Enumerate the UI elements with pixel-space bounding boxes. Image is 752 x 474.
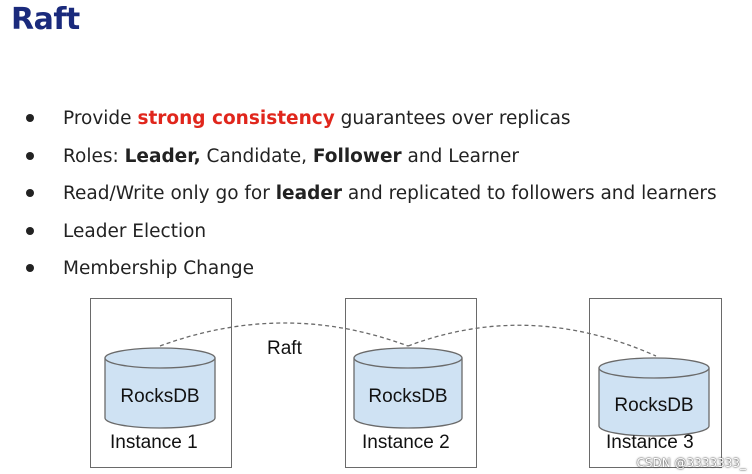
bullet-dot-icon xyxy=(26,114,34,122)
bullet-bold: Follower xyxy=(312,145,402,167)
slide-title: Raft xyxy=(11,2,80,37)
database-cylinder-1: RocksDB xyxy=(104,347,216,429)
database-cylinder-2: RocksDB xyxy=(353,347,463,429)
bullet-dot-icon xyxy=(26,151,34,160)
bullet-text: and Learner xyxy=(401,145,519,167)
bullet-item: Read/Write only go for leader and replic… xyxy=(22,179,717,217)
database-label: RocksDB xyxy=(120,386,199,407)
watermark: CSDN @3333333_ xyxy=(636,456,746,470)
bullet-text: and replicated to followers and learners xyxy=(342,183,717,204)
bullet-text: Provide xyxy=(63,108,138,129)
bullet-dot-icon xyxy=(26,189,34,197)
bullet-text: Roles: xyxy=(63,145,125,167)
database-label: RocksDB xyxy=(368,386,447,407)
raft-link-2-3 xyxy=(407,324,657,357)
bullet-text: Candidate, xyxy=(200,145,313,167)
bullet-item: Membership Change xyxy=(22,254,717,292)
bullet-emphasis: strong consistency xyxy=(137,108,335,129)
raft-connection-label: Raft xyxy=(267,338,302,359)
bullet-dot-icon xyxy=(26,264,34,272)
bullet-item: Roles: Leader, Candidate, Follower and L… xyxy=(22,142,717,180)
raft-link-1-2 xyxy=(159,322,409,347)
database-cylinder-3: RocksDB xyxy=(598,357,710,437)
bullet-text: Read/Write only go for xyxy=(63,183,276,204)
bullet-item: Provide strong consistency guarantees ov… xyxy=(22,104,717,142)
bullet-text: Membership Change xyxy=(63,258,255,279)
bullet-bold: leader xyxy=(275,183,343,204)
bullet-bold: Leader, xyxy=(124,145,201,167)
instance-label-1: Instance 1 xyxy=(110,432,198,453)
bullet-text: guarantees over replicas xyxy=(334,108,571,129)
bullet-text: Leader Election xyxy=(63,220,207,242)
instance-label-3: Instance 3 xyxy=(606,432,694,453)
instance-label-2: Instance 2 xyxy=(362,432,450,453)
bullet-list: Provide strong consistency guarantees ov… xyxy=(22,104,717,292)
bullet-dot-icon xyxy=(26,226,34,235)
database-label: RocksDB xyxy=(614,395,693,416)
bullet-item: Leader Election xyxy=(22,217,717,255)
